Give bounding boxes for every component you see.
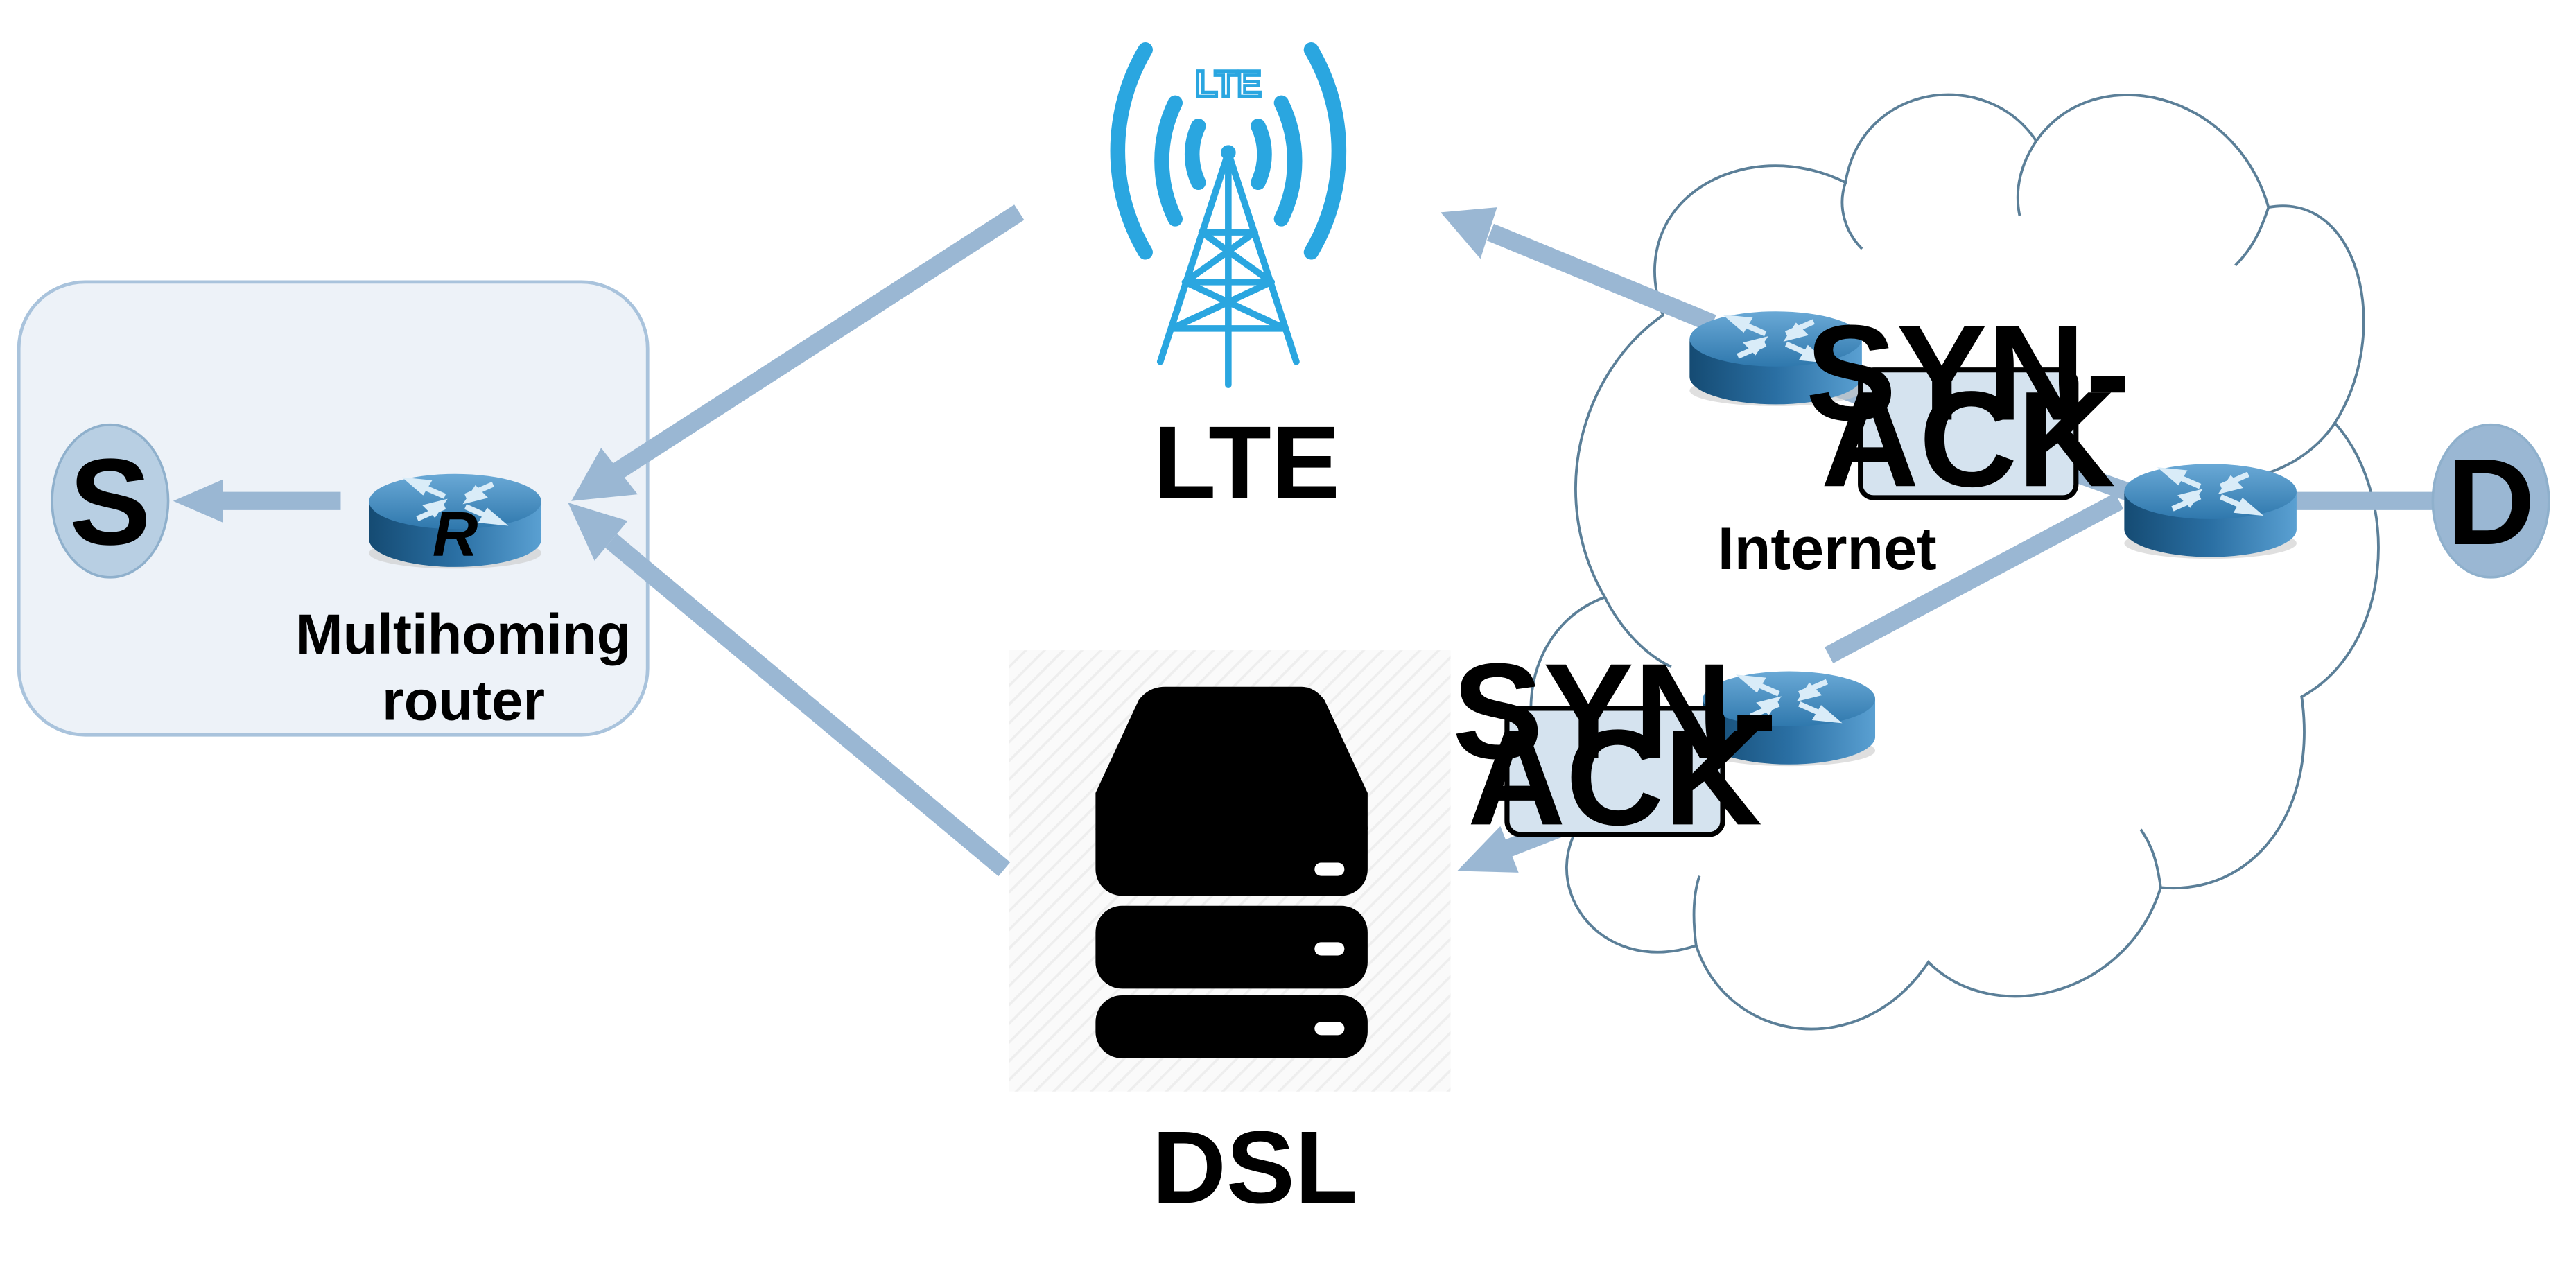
router-caption-line1: Multihoming <box>296 603 632 666</box>
arrow-dsl-to-router <box>568 503 1011 877</box>
svg-text:ACK: ACK <box>1821 363 2116 515</box>
router-letter: R <box>433 500 478 570</box>
arrow-router-to-source <box>173 479 341 523</box>
svg-text:ACK: ACK <box>1468 701 1762 853</box>
link-core-to-lower-router <box>1825 493 2124 663</box>
router-caption-line2: router <box>382 670 545 733</box>
destination-node <box>2431 423 2550 579</box>
dsl-label: DSL <box>1152 1110 1358 1225</box>
arrow-internet-to-lte <box>1441 207 1716 332</box>
destination-label: D <box>2446 433 2535 570</box>
lte-badge: LTE <box>1195 64 1262 105</box>
dsl-server-icon <box>1095 686 1368 1058</box>
lte-tower-icon <box>1110 42 1347 389</box>
svg-text:SYN-: SYN- <box>1806 296 2131 448</box>
source-label: S <box>69 433 151 570</box>
syn-ack-packet-upper: SYN- ACK <box>1806 296 2131 515</box>
lte-label: LTE <box>1154 405 1340 520</box>
arrow-lte-to-router <box>571 204 1025 501</box>
syn-ack-packet-lower: SYN- ACK <box>1452 635 1777 854</box>
svg-text:SYN-: SYN- <box>1452 635 1777 787</box>
internet-label: Internet <box>1718 516 1937 582</box>
internet-router-core-icon <box>2124 464 2297 559</box>
source-node <box>51 423 170 579</box>
internet-cloud <box>1529 93 2380 1031</box>
